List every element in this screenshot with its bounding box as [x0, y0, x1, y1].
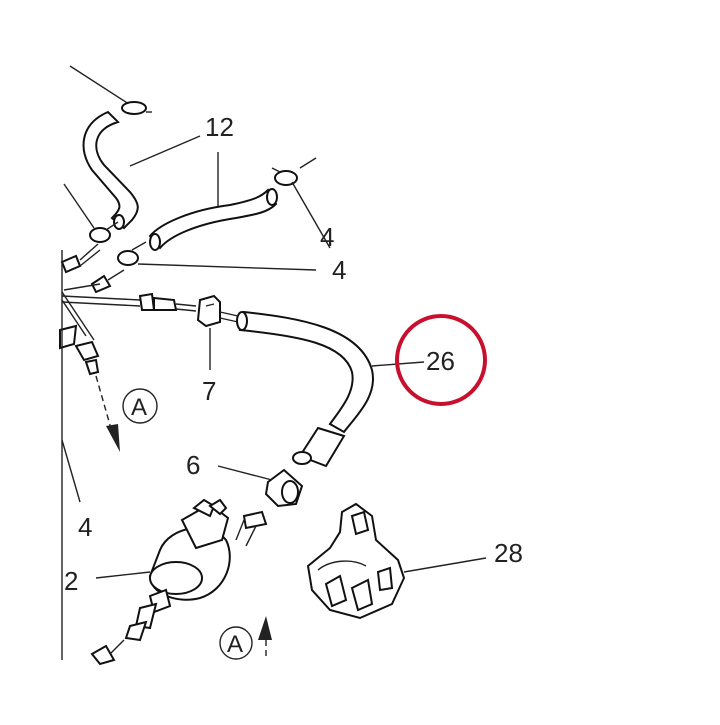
- callout-26: 26: [426, 346, 455, 376]
- part-6-clamp: [264, 468, 304, 508]
- left-connectors: [59, 243, 197, 376]
- leader-6: [217, 465, 273, 481]
- leader-4-upper: [291, 181, 331, 249]
- callout-2: 2: [64, 566, 78, 596]
- view-marker-a-upper: [122, 388, 158, 424]
- leader-2: [95, 571, 151, 579]
- callout-4-mid: 4: [332, 255, 346, 285]
- callout-7: 7: [202, 376, 216, 406]
- view-marker-a-lower: [219, 626, 253, 660]
- callout-28: 28: [494, 538, 523, 568]
- direction-arrow-a-upper: [95, 375, 120, 452]
- part-7-connector: [196, 294, 239, 328]
- highlight-circle-26: [395, 314, 487, 406]
- callout-4-upper: 4: [320, 222, 334, 252]
- clip-top: [69, 65, 152, 115]
- callout-4-lower: 4: [78, 512, 92, 542]
- clip-right: [271, 157, 317, 186]
- part-2-valve: [90, 498, 268, 666]
- direction-arrow-a-lower: [258, 616, 272, 660]
- clip-left-1: [63, 183, 119, 243]
- view-marker-a-upper-label: A: [131, 394, 147, 421]
- leader-12-a: [129, 135, 201, 167]
- leader-4-mid: [137, 263, 317, 271]
- upper-hose-left: [82, 110, 139, 230]
- part-28-bracket: [306, 502, 406, 620]
- view-marker-a-lower-label: A: [227, 631, 243, 658]
- leader-28: [403, 557, 487, 573]
- callout-12: 12: [205, 112, 234, 142]
- upper-hose-right: [148, 188, 278, 251]
- leader-4-lower: [61, 439, 81, 503]
- part-26-hose: [236, 310, 375, 468]
- clip-left-2: [117, 241, 147, 266]
- callout-6: 6: [186, 450, 200, 480]
